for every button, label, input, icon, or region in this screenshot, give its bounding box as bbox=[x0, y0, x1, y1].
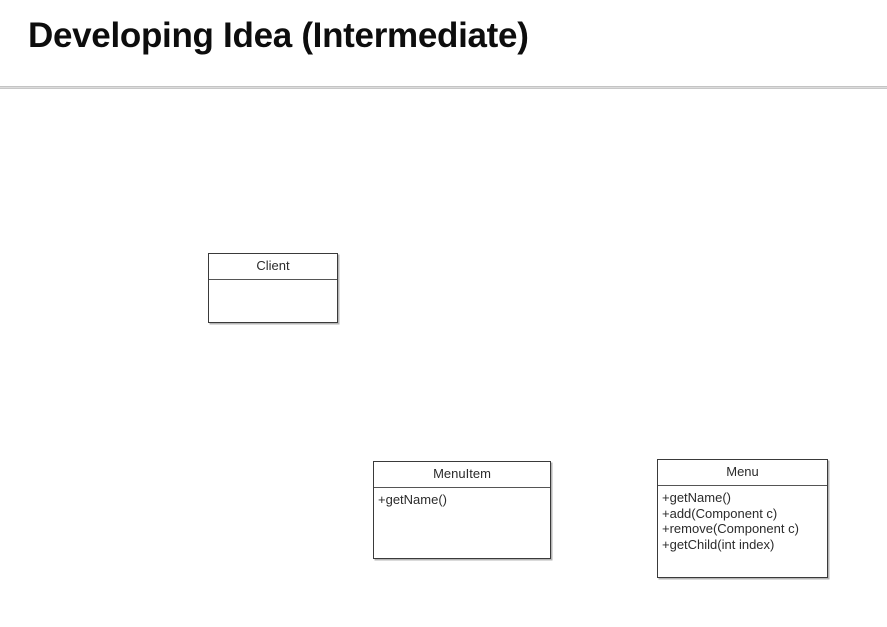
uml-class-name-client: Client bbox=[209, 254, 337, 280]
page-title: Developing Idea (Intermediate) bbox=[28, 16, 529, 55]
uml-member: +getName() bbox=[378, 492, 447, 507]
uml-class-menuitem[interactable]: MenuItem +getName() bbox=[373, 461, 551, 559]
uml-member: +add(Component c) bbox=[662, 505, 778, 521]
uml-class-name-menu: Menu bbox=[658, 460, 827, 486]
uml-member: +getName() bbox=[662, 490, 731, 505]
uml-members-menu: +getName() +add(Component c) +remove(Com… bbox=[658, 486, 827, 576]
uml-members-menuitem: +getName() bbox=[374, 488, 550, 557]
uml-class-name-menuitem: MenuItem bbox=[374, 462, 550, 488]
uml-class-menu[interactable]: Menu +getName() +add(Component c) +remov… bbox=[657, 459, 828, 578]
uml-member: +getChild(int index) bbox=[662, 536, 775, 552]
uml-members-client bbox=[209, 280, 337, 321]
title-divider bbox=[0, 86, 887, 89]
uml-member: +remove(Component c) bbox=[662, 521, 799, 536]
uml-class-client[interactable]: Client bbox=[208, 253, 338, 323]
